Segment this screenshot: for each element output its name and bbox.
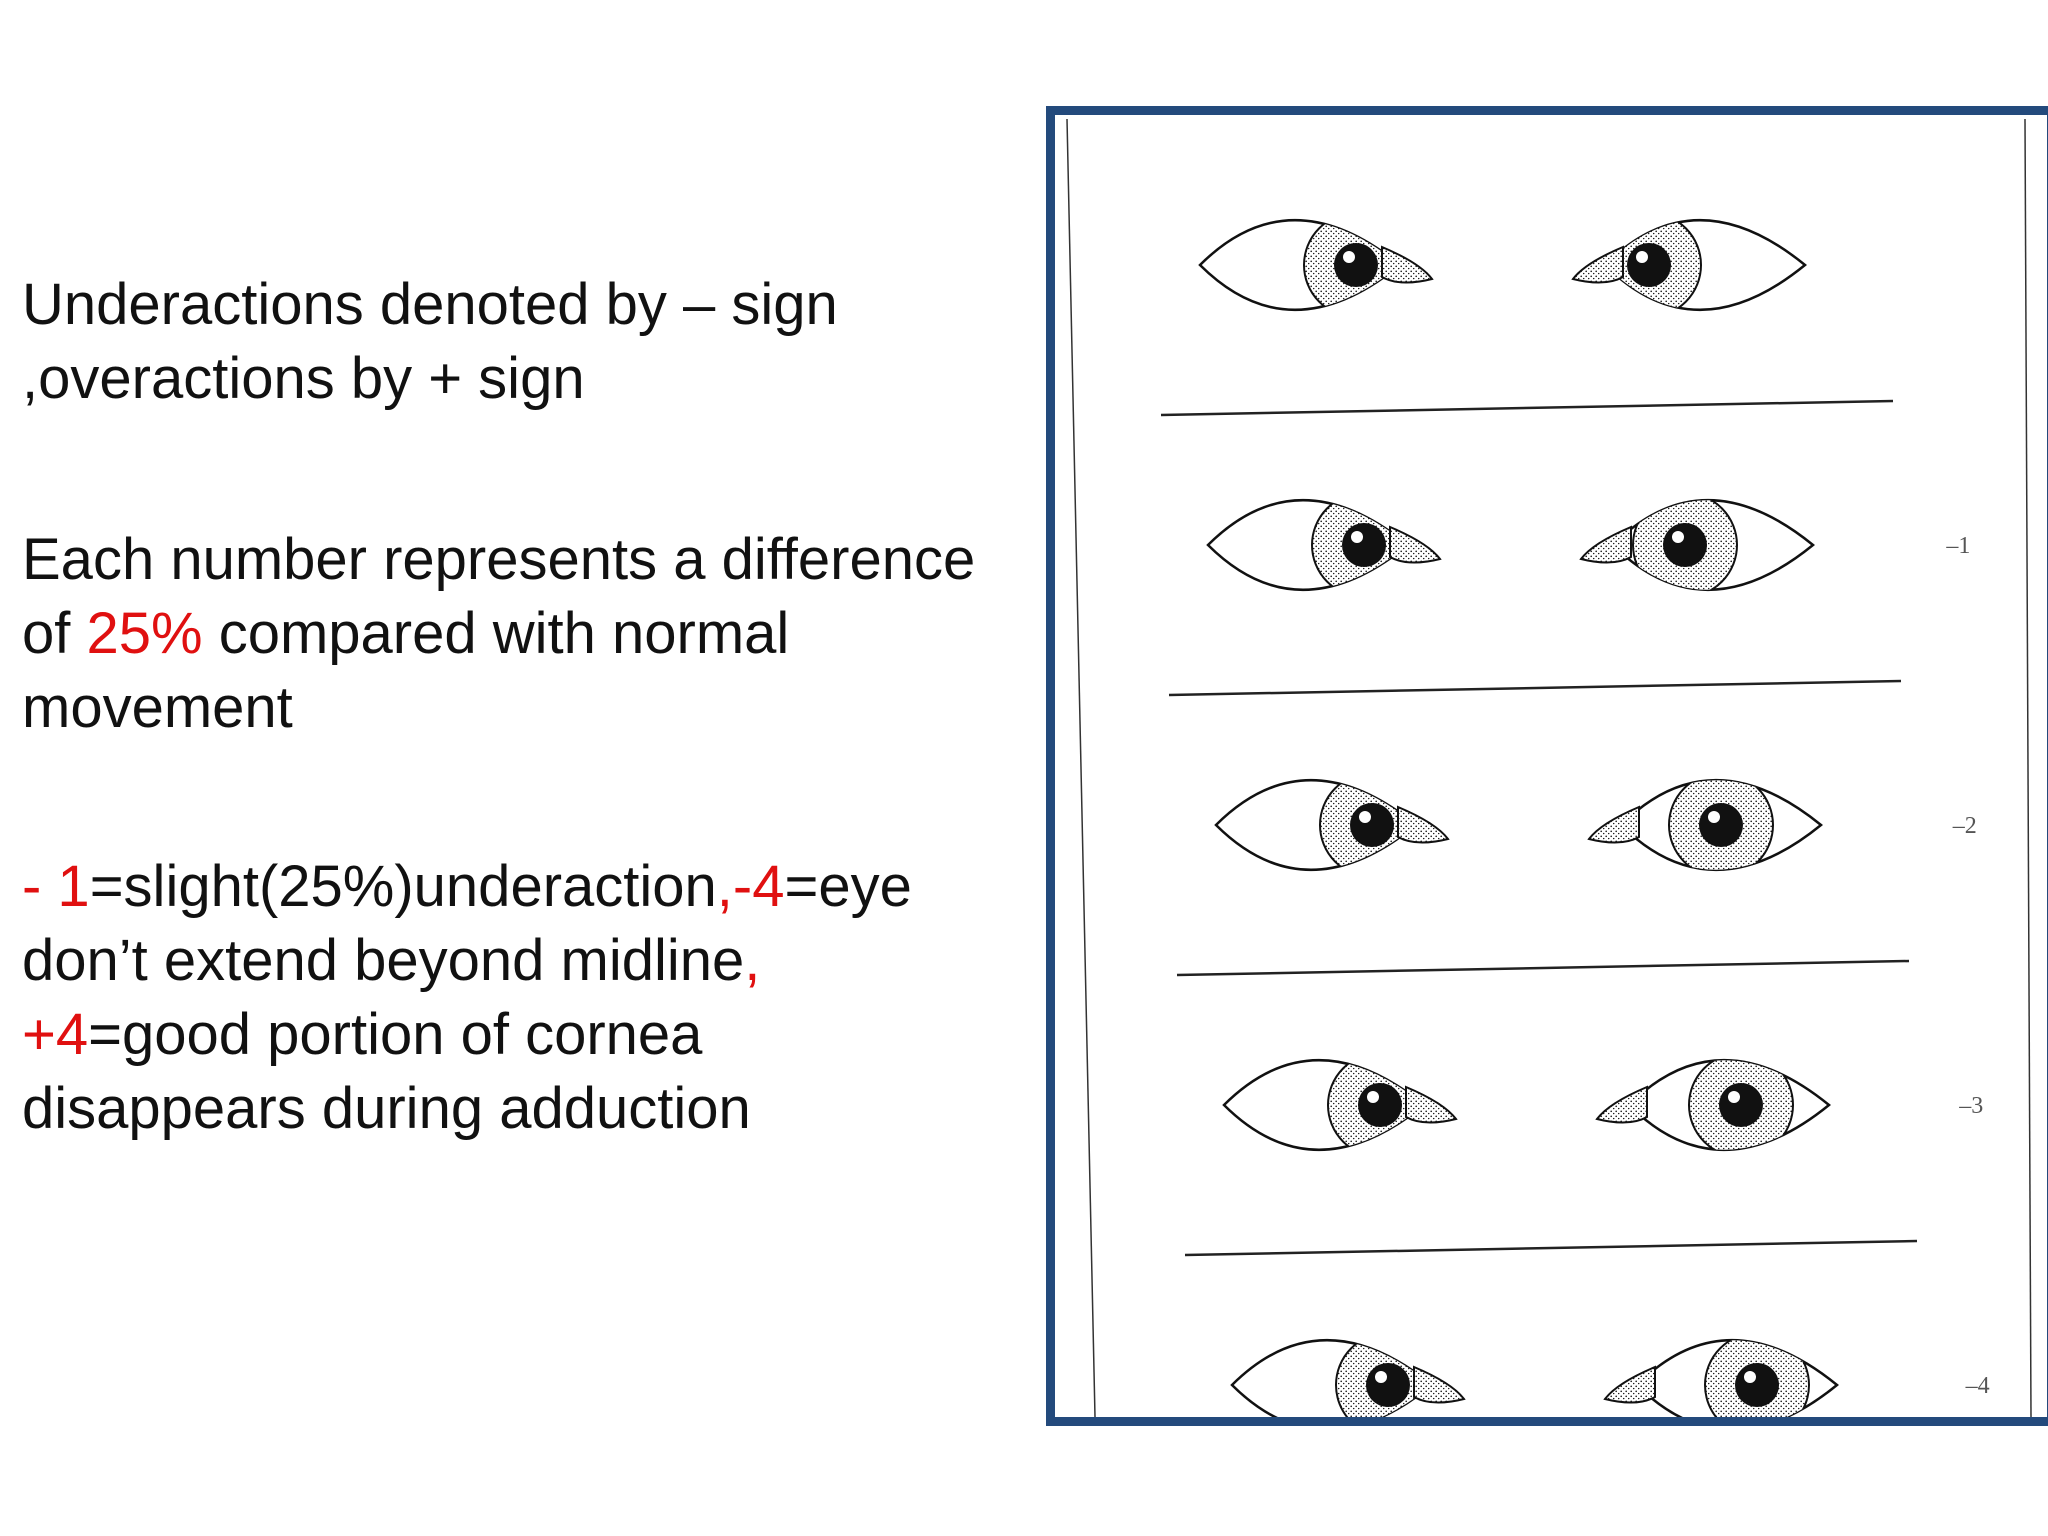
caruncle xyxy=(1389,525,1442,564)
pupil xyxy=(1627,243,1671,287)
pupil xyxy=(1699,803,1743,847)
eye-row: –2 xyxy=(1214,778,1977,872)
grade-plus-4-desc: =good portion of cornea xyxy=(88,1002,703,1067)
right-eye xyxy=(1627,1058,1831,1152)
pupil xyxy=(1350,803,1394,847)
pupil-reflection xyxy=(1351,531,1363,543)
right-eye xyxy=(1635,1338,1839,1417)
grade-minus-4: ,-4 xyxy=(716,854,785,919)
caruncle xyxy=(1413,1365,1466,1404)
grading-scale-note: - 1=slight(25%)underaction,-4=eye don’t … xyxy=(22,850,1032,1146)
caruncle xyxy=(1405,1085,1458,1124)
pupil xyxy=(1663,523,1707,567)
page-right-edge xyxy=(2024,118,2032,1417)
pupil xyxy=(1719,1083,1763,1127)
caruncle xyxy=(1571,245,1624,284)
caruncle xyxy=(1397,805,1450,844)
pupil-reflection xyxy=(1375,1371,1387,1383)
caruncle xyxy=(1603,1365,1656,1404)
pupil-reflection xyxy=(1343,251,1355,263)
eye-movement-diagram: –1 –2 –3 –4 xyxy=(1066,118,2032,1417)
grade-label: –3 xyxy=(1958,1093,1983,1119)
underaction-overaction-note: Underactions denoted by – sign ,overacti… xyxy=(22,268,1032,416)
left-eye xyxy=(1230,1338,1434,1417)
page-left-edge xyxy=(1066,118,1096,1417)
right-eye xyxy=(1619,778,1823,872)
pupil xyxy=(1366,1363,1410,1407)
caruncle xyxy=(1595,1085,1648,1124)
row-separator xyxy=(1184,1239,1918,1257)
pupil-reflection xyxy=(1672,531,1684,543)
percentage-note: Each number represents a difference of 2… xyxy=(22,523,1072,745)
grade-minus-4-desc-start: =eye xyxy=(784,854,912,919)
grade-label: –2 xyxy=(1952,813,1977,839)
grade-minus-1-desc: =slight(25%)underaction xyxy=(89,854,717,919)
note-line-2: ,overactions by + sign xyxy=(22,346,585,411)
left-eye xyxy=(1206,498,1410,592)
right-eye xyxy=(1603,218,1807,312)
row-separator xyxy=(1176,959,1910,977)
percentage-line-2-prefix: of xyxy=(22,601,87,666)
pupil xyxy=(1735,1363,1779,1407)
row-separator xyxy=(1160,399,1894,417)
grade-separator: , xyxy=(744,928,761,993)
percentage-line-1: Each number represents a difference xyxy=(22,527,976,592)
eye-row: –1 xyxy=(1206,498,1970,592)
left-eye xyxy=(1214,778,1418,872)
pupil xyxy=(1358,1083,1402,1127)
caruncle xyxy=(1587,805,1640,844)
right-eye xyxy=(1611,498,1815,592)
pupil xyxy=(1342,523,1386,567)
eye-row: –3 xyxy=(1222,1058,1983,1152)
pupil-reflection xyxy=(1359,811,1371,823)
pupil-reflection xyxy=(1367,1091,1379,1103)
pupil-reflection xyxy=(1728,1091,1740,1103)
grade-plus-4: +4 xyxy=(22,1002,89,1067)
pupil-reflection xyxy=(1708,811,1720,823)
grade-label: –4 xyxy=(1965,1373,1990,1399)
pupil xyxy=(1334,243,1378,287)
eye-movement-figure: –1 –2 –3 –4 xyxy=(1046,106,2048,1426)
row-separator xyxy=(1168,679,1902,697)
left-eye xyxy=(1222,1058,1426,1152)
caruncle xyxy=(1579,525,1632,564)
percentage-line-2-suffix: compared with normal xyxy=(202,601,790,666)
left-eye xyxy=(1198,218,1402,312)
percentage-highlight: 25% xyxy=(86,601,203,666)
pupil-reflection xyxy=(1744,1371,1756,1383)
eye-row xyxy=(1198,218,1807,312)
pupil-reflection xyxy=(1636,251,1648,263)
grade-minus-1: - 1 xyxy=(22,854,90,919)
note-line-1: Underactions denoted by – sign xyxy=(22,272,838,337)
percentage-line-3: movement xyxy=(22,675,293,740)
eye-row: –4 xyxy=(1230,1338,1990,1417)
grade-label: –1 xyxy=(1945,533,1970,559)
grade-plus-4-desc-end: disappears during adduction xyxy=(22,1076,751,1141)
grade-minus-4-desc-end: don’t extend beyond midline xyxy=(22,928,745,993)
caruncle xyxy=(1381,245,1434,284)
